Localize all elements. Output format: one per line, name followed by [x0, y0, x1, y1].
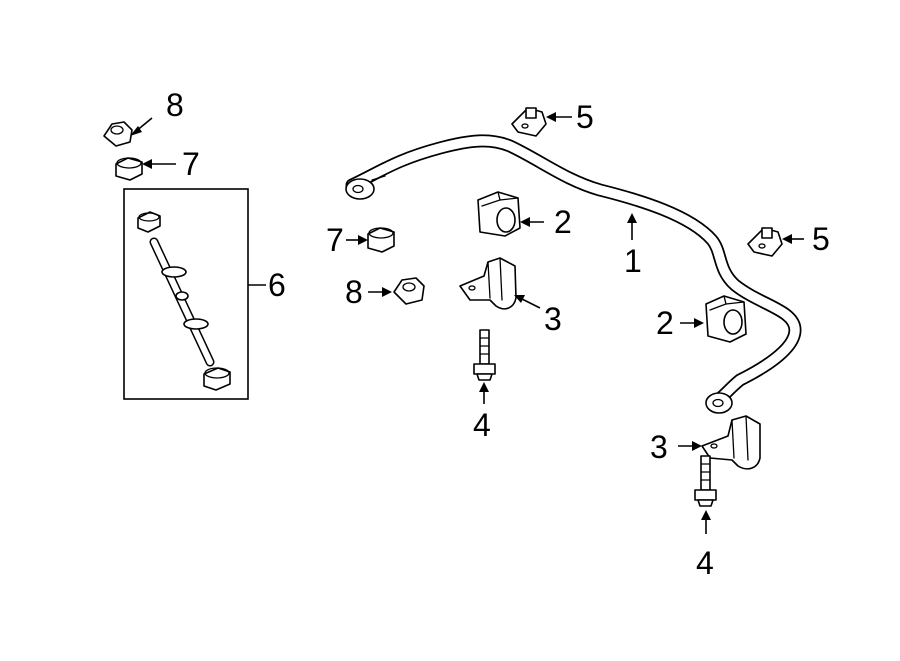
callout-7-center-left: 7	[326, 222, 344, 258]
callout-3-right: 3	[650, 429, 668, 465]
callout-6: 6	[268, 267, 286, 303]
callout-2-center: 2	[554, 204, 572, 240]
callout-5-right: 5	[812, 221, 830, 257]
nut-right	[747, 227, 783, 257]
link-nut-top-left	[103, 121, 133, 147]
bracket-right	[701, 415, 761, 470]
callout-4-right: 4	[696, 545, 714, 581]
callout-2-right: 2	[656, 305, 674, 341]
callout-8-center-left: 8	[345, 274, 363, 310]
bushing-center	[477, 191, 521, 237]
leader-arrows	[130, 112, 804, 534]
bolt-right	[694, 455, 717, 507]
link-kit	[123, 188, 249, 400]
nut-top	[511, 107, 547, 137]
bolt-center	[473, 329, 496, 381]
callout-8-top-left: 8	[166, 87, 184, 123]
stabilizer-bar	[345, 134, 802, 414]
bracket-center	[459, 257, 517, 310]
callout-1: 1	[624, 243, 642, 279]
insulator-top-left	[115, 157, 143, 181]
callout-4-center: 4	[473, 407, 491, 443]
bushing-right	[705, 295, 747, 343]
callout-5-top: 5	[576, 99, 594, 135]
bar-right-eye	[705, 392, 733, 414]
link-kit-box	[123, 188, 249, 400]
bar-left-eye	[345, 178, 375, 200]
link-nut-center-left	[393, 277, 425, 305]
callout-3-center: 3	[544, 301, 562, 337]
callout-7-top-left: 7	[182, 146, 200, 182]
insulator-center-left	[367, 227, 395, 253]
